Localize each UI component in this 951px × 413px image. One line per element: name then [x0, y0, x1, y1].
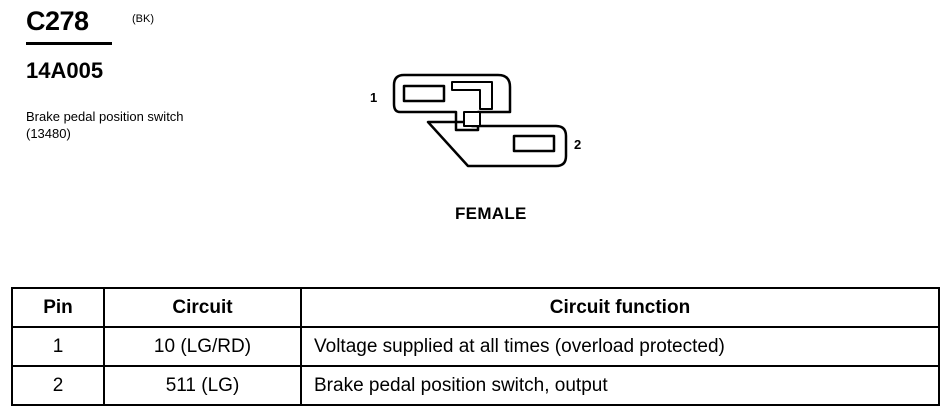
pin-2-label: 2 [574, 137, 581, 152]
header-circuit-function: Circuit function [300, 287, 940, 328]
header-circuit: Circuit [103, 287, 302, 328]
table-row: 1 10 (LG/RD) Voltage supplied at all tim… [11, 326, 940, 367]
pin-1-cavity [402, 84, 446, 103]
housing-side-edge [427, 121, 469, 167]
connector-face-diagram: 1 2 [370, 73, 581, 168]
connector-color: (BK) [132, 13, 154, 25]
cell-circuit: 10 (LG/RD) [103, 326, 302, 367]
cell-pin: 1 [11, 326, 105, 367]
cell-pin: 2 [11, 365, 105, 406]
connector-gender-label: FEMALE [455, 204, 527, 223]
lock-tab [463, 111, 481, 127]
connector-id: C278 [26, 6, 89, 36]
cell-circuit-function: Voltage supplied at all times (overload … [300, 326, 940, 367]
housing-upper-outline [392, 73, 512, 132]
title-underline [26, 42, 112, 45]
part-number: 14A005 [26, 58, 104, 83]
housing-lower-outline [426, 120, 568, 168]
latch-outline [451, 81, 493, 110]
pin-1-label: 1 [370, 90, 377, 105]
cell-circuit: 511 (LG) [103, 365, 302, 406]
pinout-table: Pin Circuit Circuit function 1 10 (LG/RD… [11, 287, 940, 406]
component-description: Brake pedal position switch (13480) [26, 109, 184, 141]
table-header-row: Pin Circuit Circuit function [11, 287, 940, 328]
pin-2-cavity [512, 134, 556, 153]
table-row: 2 511 (LG) Brake pedal position switch, … [11, 365, 940, 406]
cell-circuit-function: Brake pedal position switch, output [300, 365, 940, 406]
header-pin: Pin [11, 287, 105, 328]
